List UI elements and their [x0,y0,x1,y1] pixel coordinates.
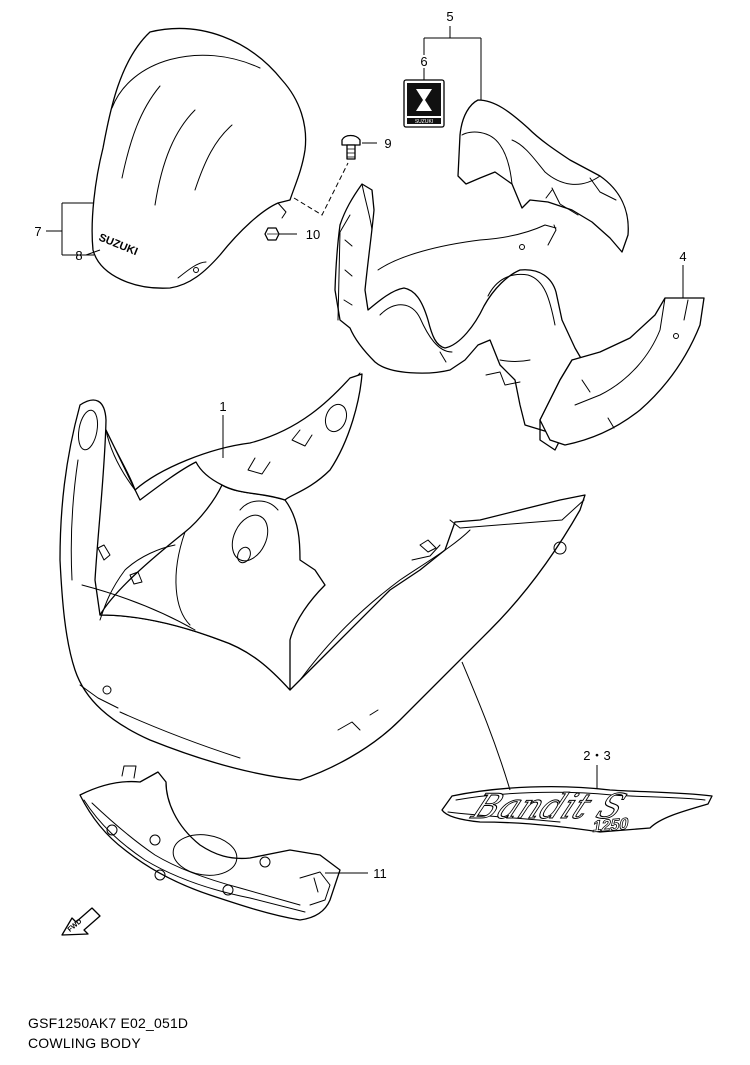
fwd-arrow-icon: FWD [61,907,101,936]
emblem-part-6[interactable]: SUZUKI [403,79,445,128]
leader-lines [46,26,684,874]
callout-11: 11 [373,866,387,881]
nut-part-10[interactable] [264,227,280,241]
bandit-displacement-text: 1250 [591,815,630,836]
diagram-code: GSF1250AK7 E02_051D [28,1015,189,1031]
inner-panel-assembly[interactable] [334,183,583,451]
screw-part-9[interactable] [341,134,361,160]
callout-9: 9 [384,136,391,151]
callout-5: 5 [446,9,453,24]
bandit-script-text: Bandit S [465,788,632,827]
windscreen[interactable]: SUZUKI [91,28,307,289]
callout-10: 10 [306,227,320,242]
callout-6: 6 [420,54,427,69]
lower-cowl-part-11[interactable] [79,765,341,921]
cowling-body-part-1[interactable] [59,372,586,781]
side-panel-part-4[interactable] [539,297,705,446]
callout-2-3: 2・3 [583,748,610,763]
callout-7: 7 [34,224,41,239]
inner-cowl-part-5[interactable] [457,99,629,253]
callout-4: 4 [679,249,686,264]
emblem-text: SUZUKI [415,119,433,125]
callout-1: 1 [219,399,226,414]
callout-8: 8 [75,248,82,263]
diagram-title: COWLING BODY [28,1035,141,1051]
bandit-decal-part-2-3[interactable]: Bandit S 1250 [441,785,713,836]
windscreen-bolt-guide [293,162,349,216]
callout-labels: 5 6 7 8 9 10 4 1 2・3 11 [34,9,686,881]
